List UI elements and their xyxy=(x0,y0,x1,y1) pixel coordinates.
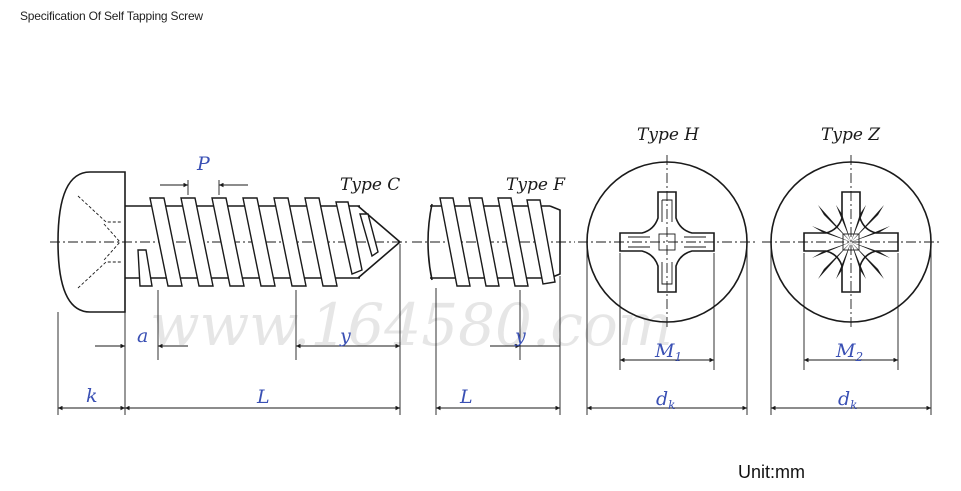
type-f-dimensions xyxy=(435,276,561,415)
type-h-label: Type H xyxy=(637,125,700,145)
watermark: www.164580.com xyxy=(150,291,673,359)
type-z-dimensions xyxy=(770,245,932,415)
dim-m1-label: M1 xyxy=(654,340,682,364)
dim-dk-z-label: dk xyxy=(838,388,857,412)
unit-note: Unit:mm xyxy=(738,462,805,482)
page-title: Specification Of Self Tapping Screw xyxy=(20,9,203,23)
type-c-label: Type C xyxy=(340,175,400,195)
type-z-top-view xyxy=(762,155,940,330)
type-c-dimensions xyxy=(57,180,401,415)
dim-k-label: k xyxy=(86,385,98,407)
type-c-side-view xyxy=(50,171,410,313)
dim-a-label: a xyxy=(137,325,148,347)
dim-dk-h-label: dk xyxy=(656,388,675,412)
type-f-side-view xyxy=(412,197,575,287)
dim-y-c-label: y xyxy=(339,325,351,347)
type-h-dimensions xyxy=(586,245,748,415)
dim-pitch-label: P xyxy=(196,153,211,175)
dim-m2-label: M2 xyxy=(835,340,863,364)
type-z-label: Type Z xyxy=(821,125,881,145)
dim-y-f-label: y xyxy=(514,325,526,347)
dim-length-f-label: L xyxy=(459,386,473,408)
dim-length-c-label: L xyxy=(256,386,270,408)
type-f-label: Type F xyxy=(506,175,566,195)
type-h-top-view xyxy=(578,155,755,330)
